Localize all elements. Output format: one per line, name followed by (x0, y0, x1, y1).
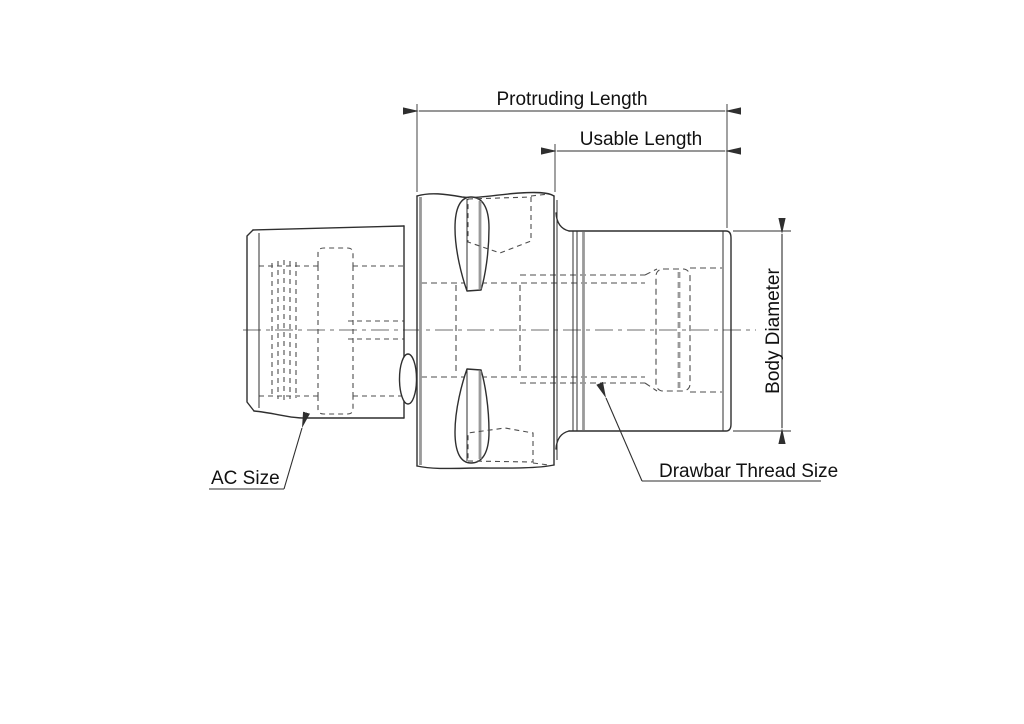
flange-outline (416, 191, 570, 470)
shank-drive-notch (398, 353, 418, 405)
body-cylinder (568, 230, 732, 432)
flange-slot-top (454, 196, 490, 292)
protruding-length-label: Protruding Length (496, 89, 647, 110)
callout-drawbar-thread-size: Drawbar Thread Size (596, 381, 838, 482)
dimension-body-diameter: Body Diameter (733, 218, 791, 444)
usable-length-label: Usable Length (580, 129, 703, 150)
flange-pocket-bottom-hidden (467, 427, 550, 466)
flange-slot-bottom (454, 368, 490, 464)
body-outline (568, 230, 732, 432)
flange-hidden-bore (421, 268, 658, 392)
flange (416, 191, 658, 470)
ac-size-label: AC Size (211, 468, 280, 489)
dimension-protruding-length: Protruding Length (403, 89, 741, 228)
drawbar-thread-hidden-lines (655, 267, 722, 393)
body-diameter-label: Body Diameter (763, 268, 784, 394)
polygon-shank (246, 225, 418, 419)
shank-hidden-lines (259, 247, 404, 415)
drawbar-thread-size-label: Drawbar Thread Size (659, 461, 838, 482)
flange-pocket-top-hidden (467, 193, 550, 254)
shank-outline (246, 225, 405, 419)
dimension-usable-length: Usable Length (541, 129, 741, 192)
callout-ac-size: AC Size (209, 411, 310, 490)
